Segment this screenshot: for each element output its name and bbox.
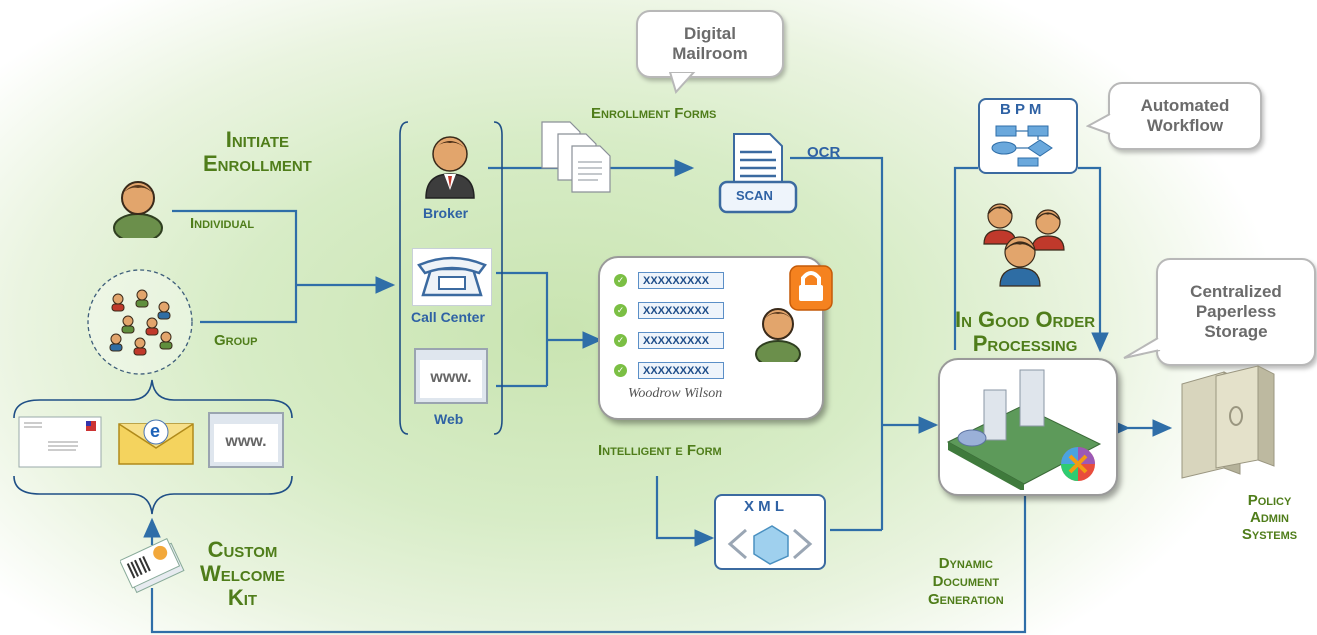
policy-admin-label: Policy Admin Systems (1241, 492, 1298, 543)
centralized-storage-callout: Centralized Paperless Storage (1156, 258, 1316, 366)
workers-group-icon (983, 203, 1065, 287)
channel-bracket-right (493, 121, 503, 435)
enrollment-forms-label: Enrollment Forms (591, 105, 717, 122)
group-label: Group (214, 332, 258, 349)
custom-welcome-kit-label: Custom Welcome Kit (200, 537, 285, 610)
automated-workflow-callout: Automated Workflow (1108, 82, 1262, 150)
channel-bracket-left (399, 121, 409, 435)
ocr-line (790, 156, 884, 530)
output-brace (13, 475, 293, 515)
xml-label: X M L (744, 498, 784, 515)
callcenter-line (496, 271, 549, 386)
bpm-right (1078, 166, 1109, 353)
bpm-label: B P M (1000, 101, 1042, 118)
lock-icon (789, 265, 833, 311)
policy-admin-server-icon (1181, 365, 1275, 479)
input-channels-brace (13, 379, 293, 419)
web-browser-icon: www. (208, 412, 284, 468)
check-icon: ✓ (614, 304, 627, 317)
email-envelope-icon (118, 419, 194, 465)
processing-server-card (938, 358, 1118, 496)
eform-to-xml (655, 476, 715, 547)
web-channel-www-text: www. (420, 360, 482, 398)
scanner-document-icon (718, 133, 798, 214)
form-field: XXXXXXXXX (638, 272, 724, 289)
scan-label: SCAN (736, 188, 773, 203)
ocr-label: OCR (807, 144, 841, 161)
intelligent-eform-card: ✓ XXXXXXXXX ✓ XXXXXXXXX ✓ XXXXXXXXX ✓ XX… (598, 256, 824, 420)
email-e-label: e (150, 421, 161, 441)
callout-tail-icon (1123, 337, 1162, 359)
callout-tail-icon (668, 72, 696, 94)
call-center-phone-icon (412, 248, 492, 306)
broker-person-icon (425, 136, 475, 199)
digital-mailroom-callout: Digital Mailroom (636, 10, 784, 78)
callout-tail-icon (1086, 113, 1112, 135)
paper-forms-icon (541, 121, 611, 193)
bpm-left (953, 166, 978, 350)
initiate-enrollment-label: Initiate Enrollment (203, 127, 312, 176)
check-icon: ✓ (614, 334, 627, 347)
eform-person-icon (755, 308, 801, 362)
bpm-workflow-icon (978, 98, 1078, 174)
processing-servers-icon (946, 369, 1102, 492)
intelligent-eform-label: Intelligent e Form (598, 442, 722, 459)
individual-person-icon (113, 181, 163, 238)
in-good-order-label: In Good Order Processing (955, 307, 1096, 356)
welcome-kit-icon (120, 538, 185, 594)
mail-letter-icon (18, 416, 102, 468)
web-label: Web (434, 411, 464, 427)
individual-line (172, 209, 298, 285)
form-field: XXXXXXXXX (638, 302, 724, 319)
signature: Woodrow Wilson (628, 386, 723, 401)
call-center-label: Call Center (411, 309, 485, 325)
individual-label: Individual (190, 215, 255, 232)
broker-label: Broker (423, 205, 469, 221)
form-field: XXXXXXXXX (638, 332, 724, 349)
docgen-loop (150, 495, 1027, 634)
flowchart-icon (991, 125, 1053, 167)
dynamic-doc-label: Dynamic Document Generation (928, 555, 1004, 608)
form-field: XXXXXXXXX (638, 362, 724, 379)
telephone-icon (417, 256, 487, 297)
group-people-icon (109, 289, 173, 356)
check-icon: ✓ (614, 274, 627, 287)
check-icon: ✓ (614, 364, 627, 377)
xml-brackets-icon (727, 525, 813, 565)
web-browser-www-text: www. (214, 424, 278, 462)
web-channel-icon: www. (414, 348, 488, 404)
xml-document-icon (714, 494, 826, 570)
group-line (200, 285, 298, 324)
